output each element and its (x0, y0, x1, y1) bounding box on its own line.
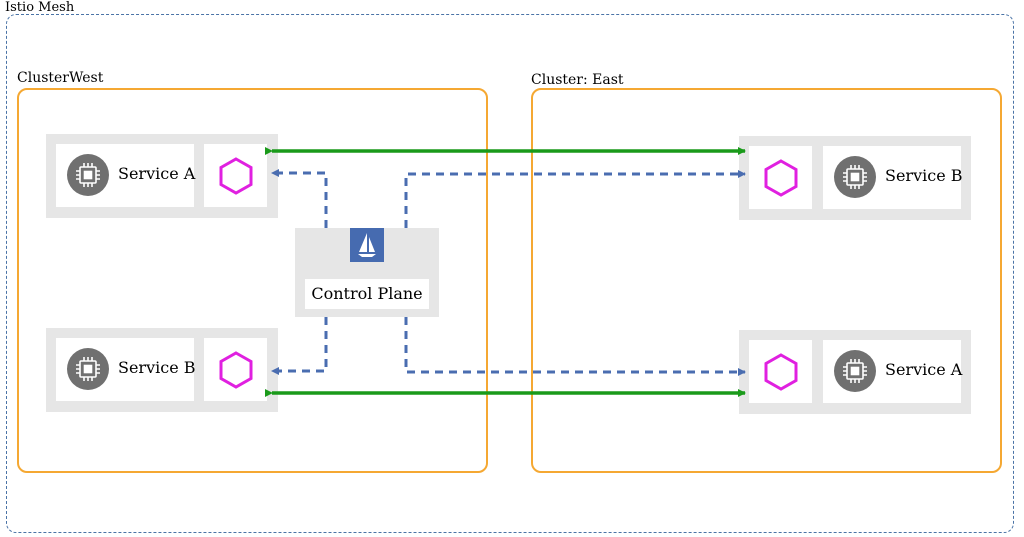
istio-mesh-boundary (6, 14, 1014, 533)
cpu-chip-icon (834, 350, 876, 392)
sidecar-proxy[interactable] (204, 144, 267, 207)
east-pod-service-b: Service B (739, 136, 971, 220)
cluster-west-label: ClusterWest (17, 70, 104, 86)
cluster-east-label: Cluster: East (531, 72, 624, 88)
service-label: Service A (885, 360, 963, 379)
control-link-west-b (271, 317, 328, 375)
east-pod-service-a: Service A (739, 330, 971, 414)
service-card[interactable]: Service A (56, 144, 196, 207)
cluster-west (17, 88, 488, 473)
sidecar-proxy[interactable] (749, 340, 812, 403)
service-card[interactable]: Service B (56, 338, 196, 401)
cluster-east (531, 88, 1002, 473)
cpu-chip-icon (67, 154, 109, 196)
cpu-chip-icon (834, 156, 876, 198)
control-link-east-b (404, 170, 746, 228)
service-label: Service B (885, 166, 963, 185)
sailboat-icon (350, 228, 384, 262)
west-pod-service-b: Service B (46, 328, 278, 412)
service-card[interactable]: Service B (823, 146, 963, 209)
hexagon-icon (219, 351, 253, 389)
west-pod-service-a: Service A (46, 134, 278, 218)
sidecar-proxy[interactable] (749, 146, 812, 209)
sidecar-proxy[interactable] (204, 338, 267, 401)
hexagon-icon (764, 353, 798, 391)
control-plane-label: Control Plane (311, 284, 423, 303)
control-link-west-a (271, 169, 328, 228)
cpu-chip-icon (67, 348, 109, 390)
control-link-east-a (404, 317, 746, 376)
service-label: Service B (118, 358, 196, 377)
hexagon-icon (219, 157, 253, 195)
hexagon-icon (764, 159, 798, 197)
service-label: Service A (118, 164, 196, 183)
control-plane-card: Control Plane (305, 279, 429, 309)
control-plane[interactable]: Control Plane (295, 228, 439, 317)
service-card[interactable]: Service A (823, 340, 963, 403)
mesh-label: Istio Mesh (5, 0, 75, 15)
